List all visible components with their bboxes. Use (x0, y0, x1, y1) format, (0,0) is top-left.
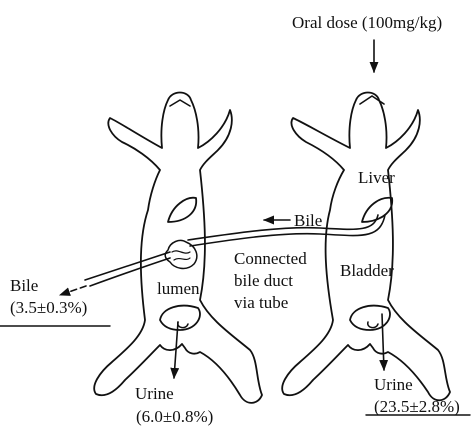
connected-label-line3: via tube (234, 293, 288, 312)
left-snout-mark (170, 100, 190, 106)
intestine-lumen (165, 240, 197, 268)
bile-direction-label: Bile (294, 211, 322, 230)
right-urine-percentage: (23.5±2.8%) (374, 397, 460, 416)
bladder-label: Bladder (340, 261, 394, 280)
left-liver (168, 198, 196, 222)
oral-dose-label: Oral dose (100mg/kg) (292, 13, 442, 32)
bile-out-arrow (60, 286, 86, 295)
bile-outflow-tube-upper (85, 252, 170, 280)
connected-label-line2: bile duct (234, 271, 293, 290)
left-bladder-inner (178, 322, 188, 328)
bile-out-label: Bile (10, 276, 38, 295)
liver-label: Liver (358, 168, 395, 187)
left-urine-label: Urine (135, 384, 174, 403)
bile-out-percentage: (3.5±0.3%) (10, 298, 87, 317)
left-urine-percentage: (6.0±0.8%) (136, 407, 213, 426)
right-urine-label: Urine (374, 375, 413, 394)
connected-label-line1: Connected (234, 249, 307, 268)
left-animal-outline (94, 93, 262, 403)
intestine-lumen-coils (172, 251, 190, 260)
lumen-label: lumen (157, 279, 200, 298)
right-bladder-inner (368, 322, 378, 328)
right-animal-outline (282, 93, 450, 401)
bile-tube-lower (188, 215, 378, 240)
right-urine-arrow (382, 314, 384, 370)
